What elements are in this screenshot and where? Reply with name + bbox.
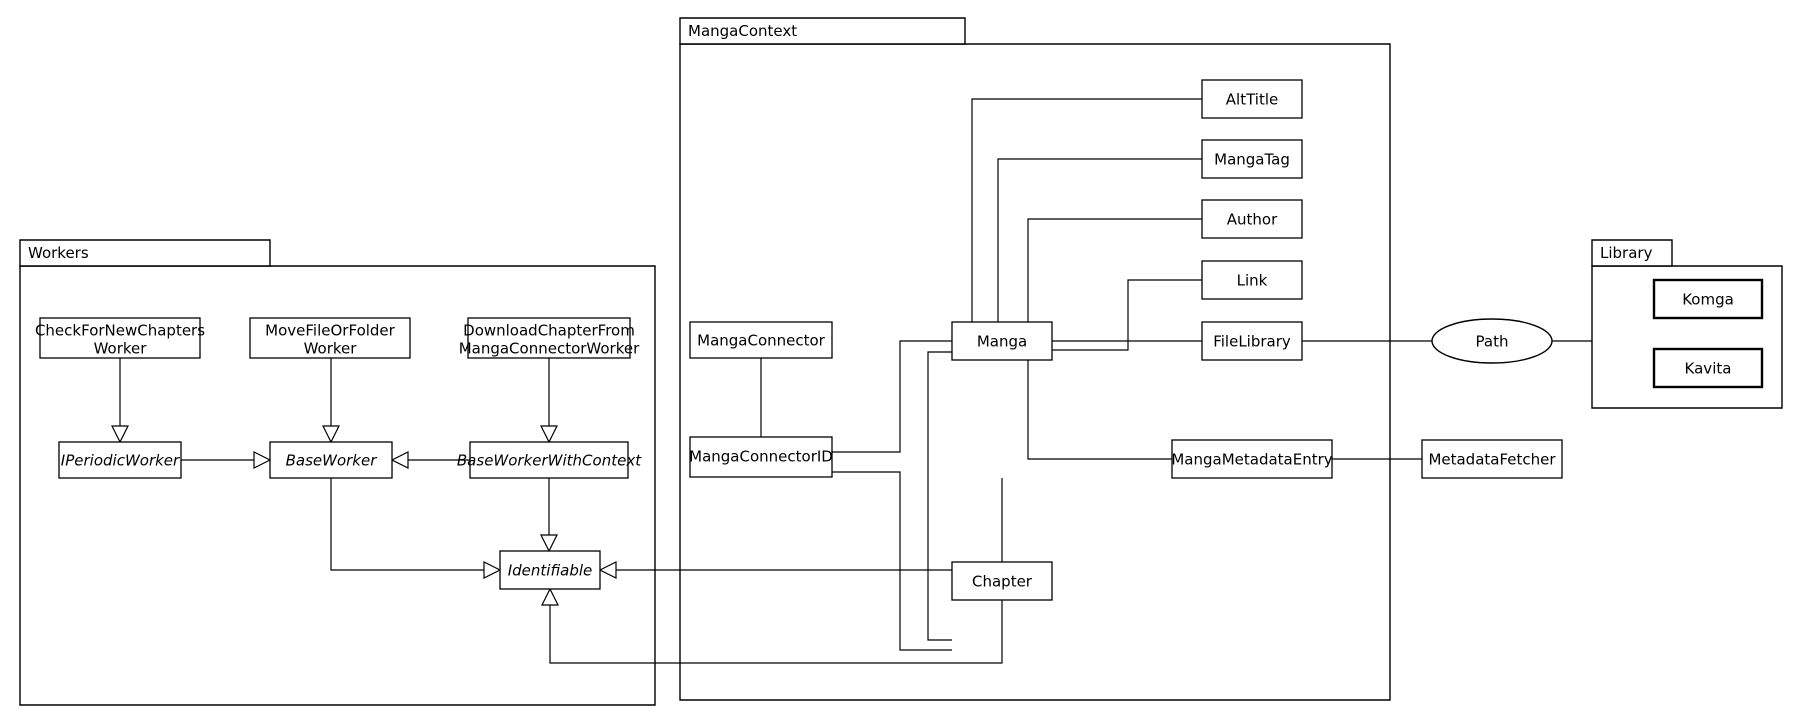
node-box (1171, 439, 1333, 479)
node-label: Kavita (1685, 360, 1732, 378)
edge-manga-alttitle (971, 98, 1202, 322)
node-chapter[interactable]: Chapter (951, 561, 1053, 601)
node-box (1201, 321, 1303, 361)
node-metadatafetcher[interactable]: MetadataFetcher (1421, 439, 1563, 479)
node-box (58, 441, 182, 479)
arrowhead-generalization-identifiable-top (540, 534, 558, 553)
node-identifiable[interactable]: Identifiable (499, 550, 601, 590)
node-box (689, 321, 833, 359)
edge-manga-chapter (927, 351, 952, 641)
node-label: FileLibrary (1213, 333, 1291, 351)
package-mangacontext-tab (679, 17, 966, 45)
node-label-line1: DownloadChapterFrom (463, 322, 635, 340)
package-workers-tab (19, 239, 271, 267)
node-label: BaseWorker (286, 452, 378, 470)
node-mangatag[interactable]: MangaTag (1201, 139, 1303, 179)
arrowhead-generalization-iperiodicworker (111, 425, 129, 444)
node-komga[interactable]: Komga (1652, 278, 1764, 320)
node-label-line2: Worker (94, 340, 148, 358)
node-label: Path (1476, 333, 1509, 351)
node-filelibrary[interactable]: FileLibrary (1201, 321, 1303, 361)
node-box (951, 561, 1053, 601)
node-path[interactable]: Path (1431, 318, 1553, 364)
node-manga[interactable]: Manga (951, 321, 1053, 361)
node-label: MangaTag (1214, 151, 1290, 169)
node-label: Author (1227, 211, 1278, 229)
arrowhead-generalization-identifiable-left (483, 561, 502, 579)
node-label: Komga (1682, 291, 1734, 309)
edge-chapter-identifiable (549, 600, 1003, 664)
node-box (689, 436, 833, 478)
node-label: AltTitle (1226, 91, 1278, 109)
node-mangaconnector[interactable]: MangaConnector (689, 321, 833, 359)
node-label: IPeriodicWorker (61, 452, 180, 470)
node-box (467, 317, 631, 359)
edge-manga-link (1052, 279, 1202, 351)
node-label: Identifiable (508, 562, 593, 580)
node-box (1201, 79, 1303, 119)
arrowhead-generalization-baseworker-top (322, 425, 340, 444)
node-label-line1: MoveFileOrFolder (265, 322, 395, 340)
node-box (1421, 439, 1563, 479)
node-box (39, 317, 201, 359)
node-box (1201, 139, 1303, 179)
node-label-line2: MangaConnectorWorker (459, 340, 640, 358)
node-baseworker[interactable]: BaseWorker (269, 441, 393, 479)
node-link[interactable]: Link (1201, 260, 1303, 300)
edge-manga-mangatag (997, 158, 1202, 322)
node-label: MangaMetadataEntry (1171, 451, 1332, 469)
arrowhead-generalization-baseworkerwithcontext-top (540, 425, 558, 444)
node-downloadchapterfrommangaconnectorworker[interactable]: DownloadChapterFrom MangaConnectorWorker (459, 317, 640, 359)
node-author[interactable]: Author (1201, 199, 1303, 239)
arrowhead-generalization-identifiable-right (598, 561, 617, 579)
edge-mangaconnectorid-chapter (832, 471, 952, 651)
edge-mangaconnectorid-manga (832, 340, 952, 453)
node-box (1652, 278, 1764, 320)
node-box (1201, 199, 1303, 239)
arrowhead-generalization-baseworker-left (253, 451, 272, 469)
node-mangaconnectorid[interactable]: MangaConnectorID (689, 436, 833, 478)
node-label-line2: Worker (304, 340, 358, 358)
node-alttitle[interactable]: AltTitle (1201, 79, 1303, 119)
node-label: BaseWorkerWithContext (457, 452, 642, 470)
node-box (269, 441, 393, 479)
node-baseworkerwithcontext[interactable]: BaseWorkerWithContext (457, 441, 642, 479)
node-box (1652, 347, 1764, 389)
node-box (499, 550, 601, 590)
arrowhead-generalization-baseworker-right (390, 451, 409, 469)
node-label: Link (1237, 272, 1268, 290)
node-label: Manga (977, 333, 1027, 351)
arrowhead-generalization-identifiable-bottom (541, 587, 559, 606)
node-label-line1: CheckForNewChapters (35, 322, 205, 340)
edge-baseworker-identifiable (330, 478, 488, 571)
node-label: MangaConnector (697, 332, 826, 350)
node-box (469, 441, 629, 479)
package-workers[interactable]: Workers (19, 239, 656, 706)
edge-manga-author (1027, 218, 1202, 322)
node-iperiodicworker[interactable]: IPeriodicWorker (58, 441, 182, 479)
package-workers-body (19, 265, 656, 706)
node-box (249, 317, 411, 359)
package-library-tab (1591, 239, 1673, 267)
node-box (1201, 260, 1303, 300)
node-checkfornewchaptersworker[interactable]: CheckForNewChapters Worker (35, 317, 205, 359)
package-library-label: Library (1600, 244, 1653, 262)
edge-manga-mangametadataentry (1027, 360, 1172, 460)
node-label: Chapter (972, 573, 1033, 591)
package-workers-label: Workers (28, 244, 89, 262)
package-mangacontext-label: MangaContext (688, 22, 797, 40)
node-movefileorfolderworker[interactable]: MoveFileOrFolder Worker (249, 317, 411, 359)
path-ellipse (1431, 318, 1553, 364)
node-box (951, 321, 1053, 361)
node-kavita[interactable]: Kavita (1652, 347, 1764, 389)
edge-layer (111, 98, 1592, 664)
node-label: MetadataFetcher (1428, 451, 1556, 469)
node-mangametadataentry[interactable]: MangaMetadataEntry (1171, 439, 1333, 479)
node-label: MangaConnectorID (689, 448, 833, 466)
